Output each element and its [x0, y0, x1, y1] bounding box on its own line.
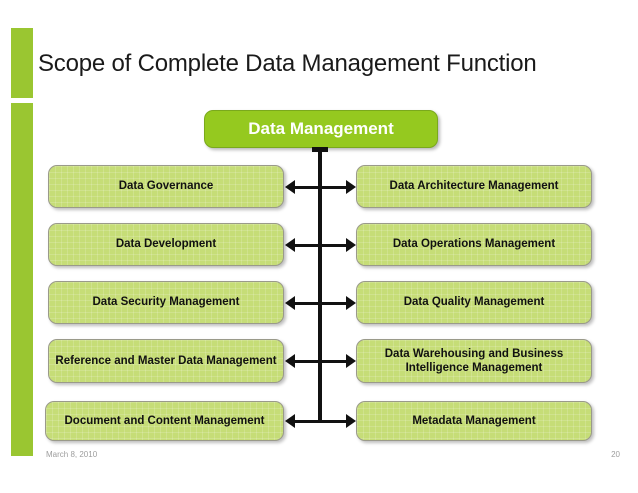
- connector-arrow-row-1: [285, 180, 356, 194]
- node-label: Data Development: [115, 238, 217, 251]
- node-data-architecture-management: Data Architecture Management: [356, 165, 592, 208]
- arrowhead-left-icon: [285, 354, 295, 368]
- node-data-warehousing-and-bi-management: Data Warehousing and Business Intelligen…: [356, 339, 592, 383]
- connector-arrow-row-3: [285, 296, 356, 310]
- node-label: Reference and Master Data Management: [55, 354, 277, 367]
- node-metadata-management: Metadata Management: [356, 401, 592, 441]
- node-data-quality-management: Data Quality Management: [356, 281, 592, 324]
- node-label: Document and Content Management: [64, 414, 265, 427]
- footer-page-number: 20: [611, 450, 620, 459]
- arrow-shaft: [292, 420, 349, 423]
- arrowhead-right-icon: [346, 354, 356, 368]
- arrowhead-left-icon: [285, 238, 295, 252]
- arrowhead-right-icon: [346, 238, 356, 252]
- root-node-label: Data Management: [248, 119, 394, 138]
- accent-bar-top: [11, 28, 33, 98]
- arrowhead-right-icon: [346, 414, 356, 428]
- arrow-shaft: [292, 244, 349, 247]
- arrow-shaft: [292, 186, 349, 189]
- arrowhead-right-icon: [346, 296, 356, 310]
- footer-date: March 8, 2010: [46, 450, 98, 459]
- node-label: Data Quality Management: [403, 296, 545, 309]
- diagram-row: Document and Content Management Metadata…: [0, 401, 638, 441]
- arrowhead-left-icon: [285, 414, 295, 428]
- node-document-and-content-management: Document and Content Management: [45, 401, 284, 441]
- node-label: Metadata Management: [412, 414, 536, 427]
- root-node-data-management: Data Management: [204, 110, 438, 148]
- connector-arrow-row-5: [285, 414, 356, 428]
- connector-arrow-row-2: [285, 238, 356, 252]
- node-data-governance: Data Governance: [48, 165, 284, 208]
- central-spine-line: [318, 147, 322, 422]
- page-title: Scope of Complete Data Management Functi…: [38, 50, 537, 77]
- diagram-row: Data Development Data Operations Managem…: [0, 223, 638, 266]
- node-reference-and-master-data-management: Reference and Master Data Management: [48, 339, 284, 383]
- node-data-security-management: Data Security Management: [48, 281, 284, 324]
- arrowhead-left-icon: [285, 180, 295, 194]
- node-label: Data Governance: [118, 180, 214, 193]
- node-label: Data Operations Management: [392, 238, 556, 251]
- arrow-shaft: [292, 360, 349, 363]
- accent-bar-bottom: [11, 103, 33, 456]
- diagram-row: Data Governance Data Architecture Manage…: [0, 165, 638, 208]
- diagram-row: Reference and Master Data Management Dat…: [0, 339, 638, 383]
- arrowhead-left-icon: [285, 296, 295, 310]
- node-data-operations-management: Data Operations Management: [356, 223, 592, 266]
- connector-arrow-row-4: [285, 354, 356, 368]
- arrowhead-right-icon: [346, 180, 356, 194]
- node-data-development: Data Development: [48, 223, 284, 266]
- node-label: Data Architecture Management: [389, 180, 559, 193]
- node-label: Data Warehousing and Business Intelligen…: [384, 347, 564, 374]
- diagram-row: Data Security Management Data Quality Ma…: [0, 281, 638, 324]
- node-label: Data Security Management: [92, 296, 240, 309]
- arrow-shaft: [292, 302, 349, 305]
